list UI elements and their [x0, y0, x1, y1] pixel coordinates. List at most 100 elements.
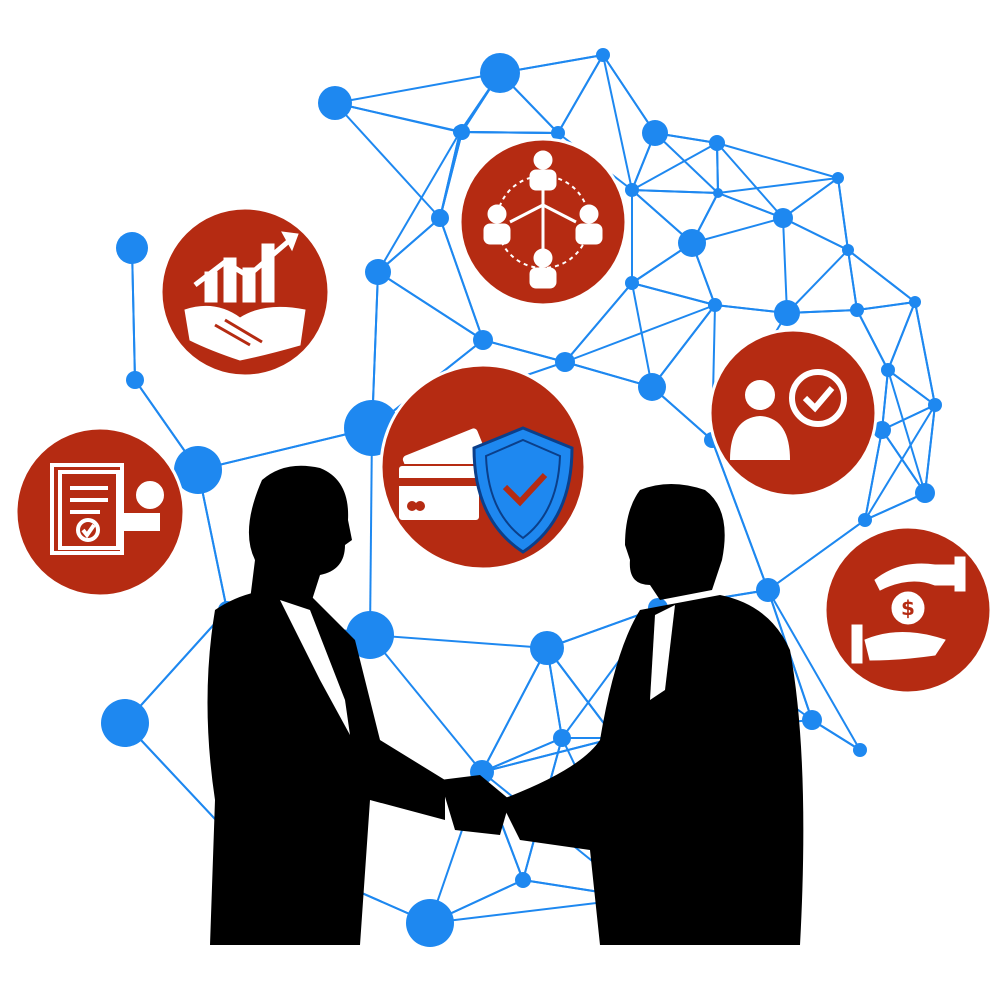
- network-link: [631, 142, 718, 191]
- network-node: [832, 172, 844, 184]
- network-link: [564, 304, 716, 363]
- network-node: [318, 86, 352, 120]
- badge-team-network: [458, 137, 628, 307]
- contract-stamp-icon: [50, 463, 164, 555]
- hand-money-icon: $: [851, 556, 966, 664]
- network-node: [116, 232, 148, 264]
- network-link: [717, 177, 839, 194]
- network-node: [551, 126, 565, 140]
- network-node: [678, 229, 706, 257]
- network-link: [377, 131, 461, 273]
- badge-user-check: [708, 328, 878, 498]
- network-node: [713, 188, 723, 198]
- network-node: [773, 208, 793, 228]
- network-node: [915, 483, 935, 503]
- network-link: [847, 249, 916, 303]
- network-link: [631, 189, 719, 194]
- badge-card-security: [379, 363, 587, 571]
- network-node: [774, 300, 800, 326]
- network-link: [767, 589, 861, 751]
- network-node: [530, 631, 564, 665]
- network-node: [126, 371, 144, 389]
- network-link: [887, 369, 936, 406]
- user-check-icon: [730, 369, 847, 460]
- network-node: [553, 729, 571, 747]
- network-link: [881, 429, 926, 494]
- network-link: [914, 301, 936, 406]
- network-node: [101, 699, 149, 747]
- right-businessman-silhouette: [500, 484, 804, 945]
- network-link: [459, 131, 559, 134]
- network-link: [847, 249, 858, 311]
- network-node: [853, 743, 867, 757]
- network-node: [928, 398, 942, 412]
- network-link: [631, 282, 653, 388]
- network-node: [596, 48, 610, 62]
- network-link: [439, 217, 484, 341]
- badge-growth-handshake: [159, 206, 331, 378]
- network-link: [856, 301, 916, 311]
- network-link: [124, 609, 228, 724]
- network-node: [625, 276, 639, 290]
- network-link: [881, 369, 889, 431]
- network-link: [782, 217, 849, 251]
- network-node: [881, 363, 895, 377]
- network-link: [716, 142, 784, 219]
- network-link: [651, 304, 716, 388]
- network-link: [691, 217, 784, 244]
- network-link: [564, 361, 653, 388]
- network-link: [711, 439, 769, 591]
- network-node: [709, 135, 725, 151]
- network-node: [346, 611, 394, 659]
- network-link: [631, 282, 716, 306]
- network-node: [873, 421, 891, 439]
- network-link: [782, 177, 839, 219]
- network-node: [842, 244, 854, 256]
- team-network-icon: [483, 150, 603, 289]
- network-link: [481, 737, 616, 773]
- network-link: [602, 54, 633, 191]
- network-node: [480, 53, 520, 93]
- network-link: [767, 519, 866, 591]
- network-node: [625, 183, 639, 197]
- network-node: [642, 120, 668, 146]
- network-node: [708, 298, 722, 312]
- network-node: [756, 578, 780, 602]
- network-link: [782, 217, 788, 314]
- network-link: [717, 192, 784, 219]
- network-link: [887, 301, 916, 371]
- network-link: [481, 737, 563, 773]
- network-link: [864, 492, 926, 521]
- network-link: [439, 131, 461, 219]
- left-businessman-silhouette: [207, 465, 510, 945]
- network-link: [602, 54, 656, 134]
- network-link: [377, 271, 484, 341]
- network-node: [406, 899, 454, 947]
- network-link: [369, 634, 483, 773]
- network-link: [856, 309, 889, 371]
- network-link: [481, 647, 548, 773]
- credit-card-shield-icon: [397, 426, 574, 554]
- network-node: [555, 352, 575, 372]
- network-link: [654, 132, 719, 194]
- dollar-symbol: $: [901, 596, 915, 620]
- network-link: [837, 177, 849, 251]
- network-node: [850, 303, 864, 317]
- network-link: [369, 634, 548, 649]
- badge-contract-stamp: [14, 426, 186, 598]
- network-link: [881, 404, 936, 431]
- network-node: [174, 446, 222, 494]
- badge-hand-money: $: [823, 525, 993, 695]
- network-link: [864, 429, 883, 521]
- network-link: [557, 54, 604, 134]
- network-node: [638, 373, 666, 401]
- network-link: [786, 249, 849, 314]
- network-node: [515, 872, 531, 888]
- network-node: [909, 296, 921, 308]
- network-link: [924, 404, 936, 494]
- network-link: [334, 102, 441, 219]
- network-link: [716, 142, 719, 194]
- network-node: [365, 259, 391, 285]
- network-node: [858, 513, 872, 527]
